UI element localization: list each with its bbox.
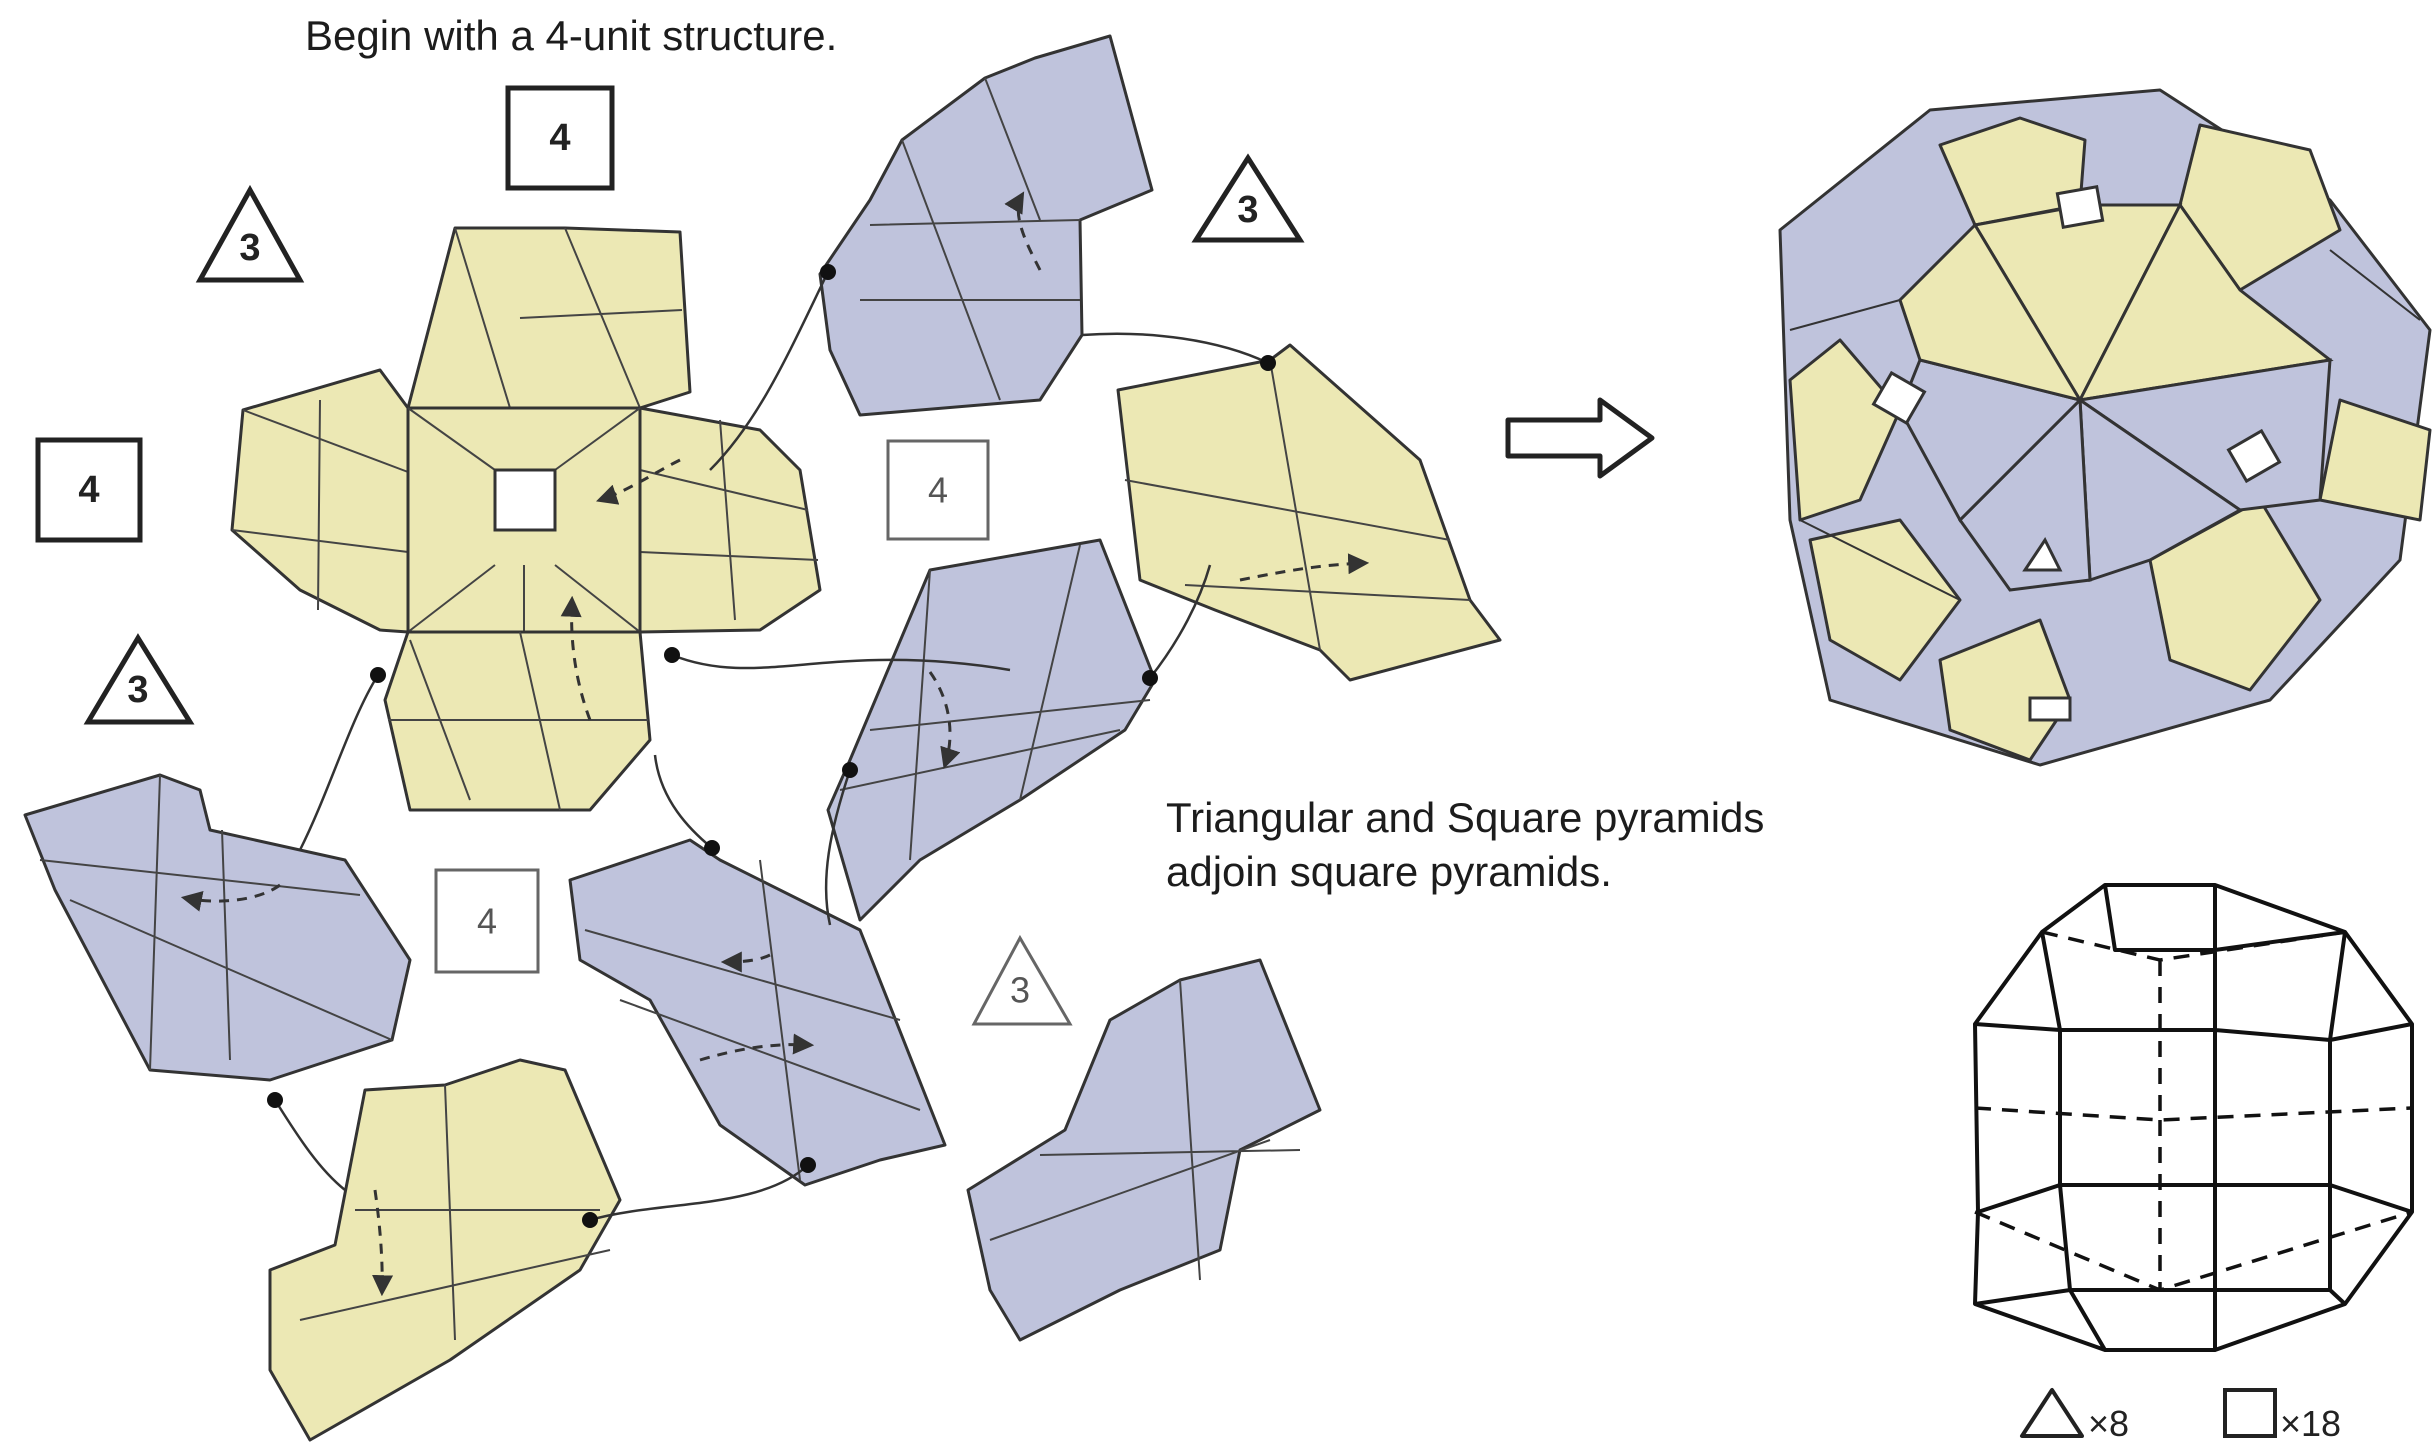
- core-unit-center: [406, 406, 642, 634]
- blue-unit-left: [23, 773, 412, 1082]
- triangle-marker-upper-right: 3: [1191, 153, 1305, 243]
- yellow-unit-right: [1116, 343, 1502, 682]
- blue-unit-bottom: [966, 958, 1322, 1342]
- svg-text:3: 3: [1237, 189, 1258, 231]
- svg-text:4: 4: [549, 117, 570, 159]
- square-marker-bottom: 4: [434, 868, 540, 974]
- core-unit-bottom: [383, 630, 652, 812]
- legend-triangle: ×8: [2020, 1388, 2129, 1444]
- legend-square: ×18: [2223, 1388, 2341, 1444]
- legend-triangle-count: ×8: [2088, 1403, 2129, 1444]
- caption-top: Begin with a 4-unit structure.: [305, 12, 837, 59]
- core-unit-left: [230, 368, 410, 634]
- finished-model: [1778, 88, 2432, 767]
- triangle-marker-left: 3: [83, 633, 195, 725]
- legend-square-count: ×18: [2280, 1403, 2341, 1444]
- core-unit-top: [406, 226, 692, 410]
- result-arrow: [1505, 397, 1655, 479]
- square-marker-left: 4: [35, 437, 143, 543]
- svg-text:3: 3: [1010, 970, 1030, 1011]
- caption-mid-line2: adjoin square pyramids.: [1166, 848, 1612, 895]
- connector-lines: [273, 271, 1269, 1222]
- svg-text:4: 4: [78, 469, 99, 511]
- core-unit-right: [638, 406, 822, 634]
- square-marker-center: 4: [886, 439, 990, 541]
- blue-unit-middle: [826, 538, 1157, 922]
- insert-arrows: [180, 191, 1370, 1297]
- svg-text:3: 3: [127, 669, 148, 711]
- svg-text:4: 4: [928, 470, 948, 511]
- join-dots: [267, 264, 1276, 1228]
- triangle-marker-upper-left: 3: [195, 184, 305, 283]
- yellow-unit-bottom: [268, 1058, 622, 1442]
- caption-mid-line1: Triangular and Square pyramids: [1166, 794, 1764, 841]
- svg-text:3: 3: [239, 227, 260, 269]
- blue-unit-upper: [818, 34, 1154, 417]
- wireframe-polyhedron: [1973, 883, 2414, 1352]
- triangle-marker-bottom: 3: [971, 934, 1073, 1026]
- svg-text:4: 4: [477, 901, 497, 942]
- square-marker-top: 4: [505, 85, 615, 191]
